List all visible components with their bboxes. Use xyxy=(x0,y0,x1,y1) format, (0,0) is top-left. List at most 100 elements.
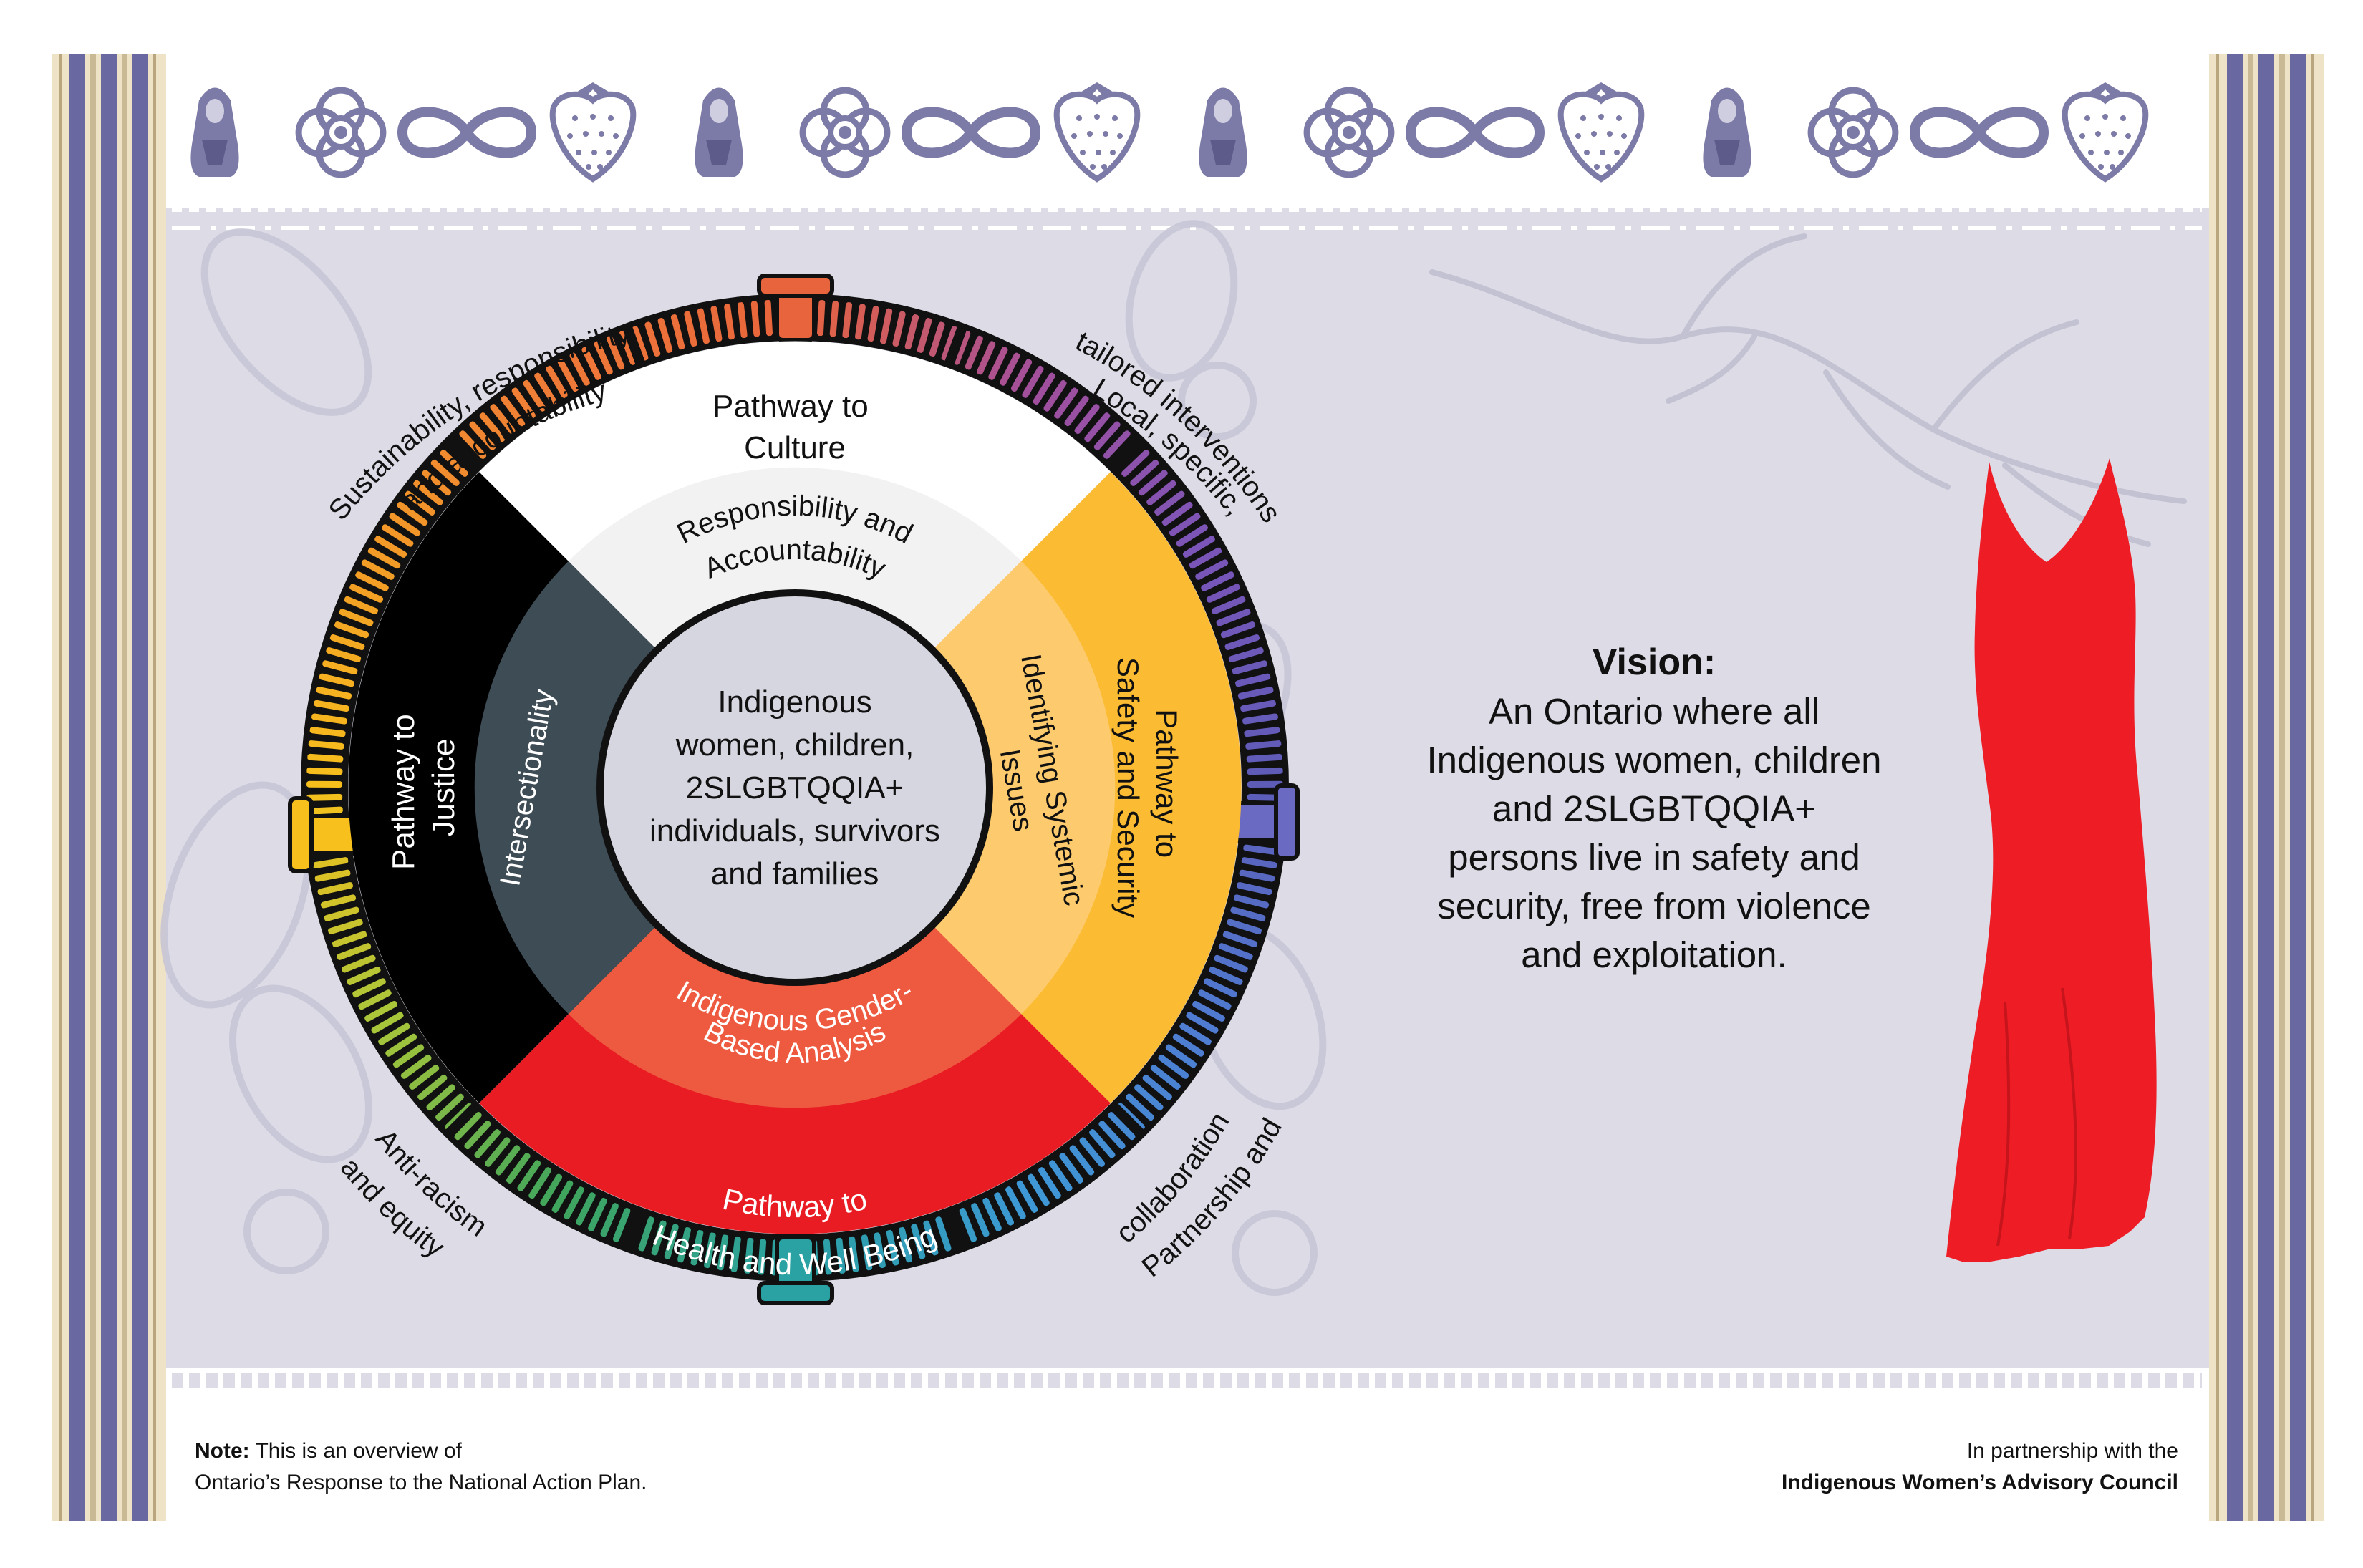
rope-tick xyxy=(1182,536,1215,558)
rope-tick xyxy=(929,321,945,357)
kokum-figure-icon xyxy=(190,87,239,177)
rope-tick xyxy=(612,1207,631,1242)
rope-tick xyxy=(849,1236,859,1273)
rope-tick xyxy=(1022,365,1044,398)
rope-tick xyxy=(324,906,359,921)
rope-tick xyxy=(1222,931,1258,947)
forget-me-not-flower-icon xyxy=(295,87,387,178)
pathway-justice-line2: Justice xyxy=(426,739,461,837)
rope-tick xyxy=(1216,609,1251,626)
rope-tick xyxy=(397,501,428,526)
rope-tick xyxy=(710,305,723,342)
rope-tick xyxy=(1211,596,1246,615)
rope-tick xyxy=(1048,1160,1073,1191)
rope-tick xyxy=(459,430,487,459)
rope-tick xyxy=(306,753,344,763)
center-circle xyxy=(596,589,993,986)
rope-tick xyxy=(1244,727,1280,737)
rope-tick xyxy=(341,954,376,973)
rope-tick xyxy=(1165,1044,1197,1068)
pathway-culture-line1: Pathway to xyxy=(712,389,869,424)
forget-me-not-flower-icon xyxy=(1807,87,1899,178)
rope-tick xyxy=(1218,943,1253,960)
rope-tick xyxy=(1201,571,1234,591)
rope-tick xyxy=(638,1216,654,1252)
rope-tick xyxy=(1179,1022,1212,1045)
rope-tick xyxy=(430,459,460,486)
vision-line-6: and exploitation. xyxy=(1521,934,1787,975)
ring-wrap-right xyxy=(1224,783,1300,861)
rope-tick xyxy=(758,1238,767,1275)
rope-tick xyxy=(607,335,625,370)
rope-tick xyxy=(378,1022,410,1045)
rope-tick xyxy=(316,687,352,700)
vision-line-1: An Ontario where all xyxy=(1488,691,1820,732)
rope-tick xyxy=(306,806,344,815)
rope-tick xyxy=(308,740,345,750)
rope-tick xyxy=(1074,404,1100,435)
rope-tick xyxy=(632,326,649,361)
rope-tick xyxy=(717,1234,729,1271)
rope-tick xyxy=(1220,621,1256,639)
rope-tick xyxy=(644,321,661,357)
rope-tick xyxy=(382,524,414,547)
center-text-line-1: Indigenous xyxy=(717,684,871,720)
rope-tick xyxy=(750,300,760,337)
rope-tick xyxy=(358,989,392,1010)
rope-binding xyxy=(1108,435,1147,475)
rope-tick xyxy=(1169,513,1201,536)
rope-binding xyxy=(943,323,968,369)
rope-tick xyxy=(1138,470,1168,496)
rope-tick xyxy=(523,379,546,412)
rope-tick xyxy=(651,1220,667,1256)
rope-tick xyxy=(417,1074,448,1100)
rope-tick xyxy=(371,1012,404,1034)
rope-tick xyxy=(329,634,365,650)
rope-tick xyxy=(1237,687,1274,700)
rope-tick xyxy=(326,647,362,662)
rope-tick xyxy=(1134,1084,1164,1111)
rope-tick xyxy=(1154,490,1185,516)
rope-tick xyxy=(405,490,435,516)
rope-tick xyxy=(971,1203,990,1237)
rope-tick xyxy=(953,330,971,365)
strawberry-icon xyxy=(1053,82,1141,183)
rope-tick xyxy=(1084,412,1111,442)
rope-tick xyxy=(355,571,389,591)
vision-line-5: security, free from violence xyxy=(1437,886,1871,926)
rope-tick xyxy=(1234,673,1271,687)
right-woven-border xyxy=(2209,54,2324,1521)
rope-tick xyxy=(551,1180,574,1214)
rope-tick xyxy=(1130,459,1159,486)
rope-tick xyxy=(347,967,381,985)
rope-tick xyxy=(1224,634,1260,650)
rope-tick xyxy=(657,317,673,354)
rope-binding xyxy=(622,1206,647,1252)
rope-tick xyxy=(911,1224,926,1259)
rope-tick xyxy=(704,1232,716,1269)
partnership-org: Indigenous Women’s Advisory Council xyxy=(1782,1471,2178,1494)
rope-tick xyxy=(988,347,1008,380)
rope-tick xyxy=(364,1000,398,1022)
ring-wrap-bottom xyxy=(757,1235,834,1305)
rope-tick xyxy=(1236,882,1272,896)
rope-tick xyxy=(479,412,506,442)
rope-tick xyxy=(1230,906,1266,921)
rope-tick xyxy=(1108,1112,1136,1141)
rope-tick xyxy=(314,869,351,882)
pathway-safety-line2: Safety and Security xyxy=(1111,657,1145,918)
top-icon-border xyxy=(190,82,2149,183)
rope-tick xyxy=(880,308,893,344)
rope-tick xyxy=(422,470,452,496)
rope-tick xyxy=(1227,919,1262,934)
partnership-line1: In partnership with the xyxy=(1966,1439,2178,1463)
rope-tick xyxy=(1209,967,1243,985)
rope-tick xyxy=(1126,1093,1154,1121)
rope-tick xyxy=(829,300,839,337)
rope-tick xyxy=(1150,1065,1181,1090)
rope-tick xyxy=(1069,1145,1095,1176)
rope-tick xyxy=(1158,1054,1189,1079)
infinity-symbol-icon xyxy=(1909,107,2049,158)
rope-tick xyxy=(1098,1121,1126,1150)
